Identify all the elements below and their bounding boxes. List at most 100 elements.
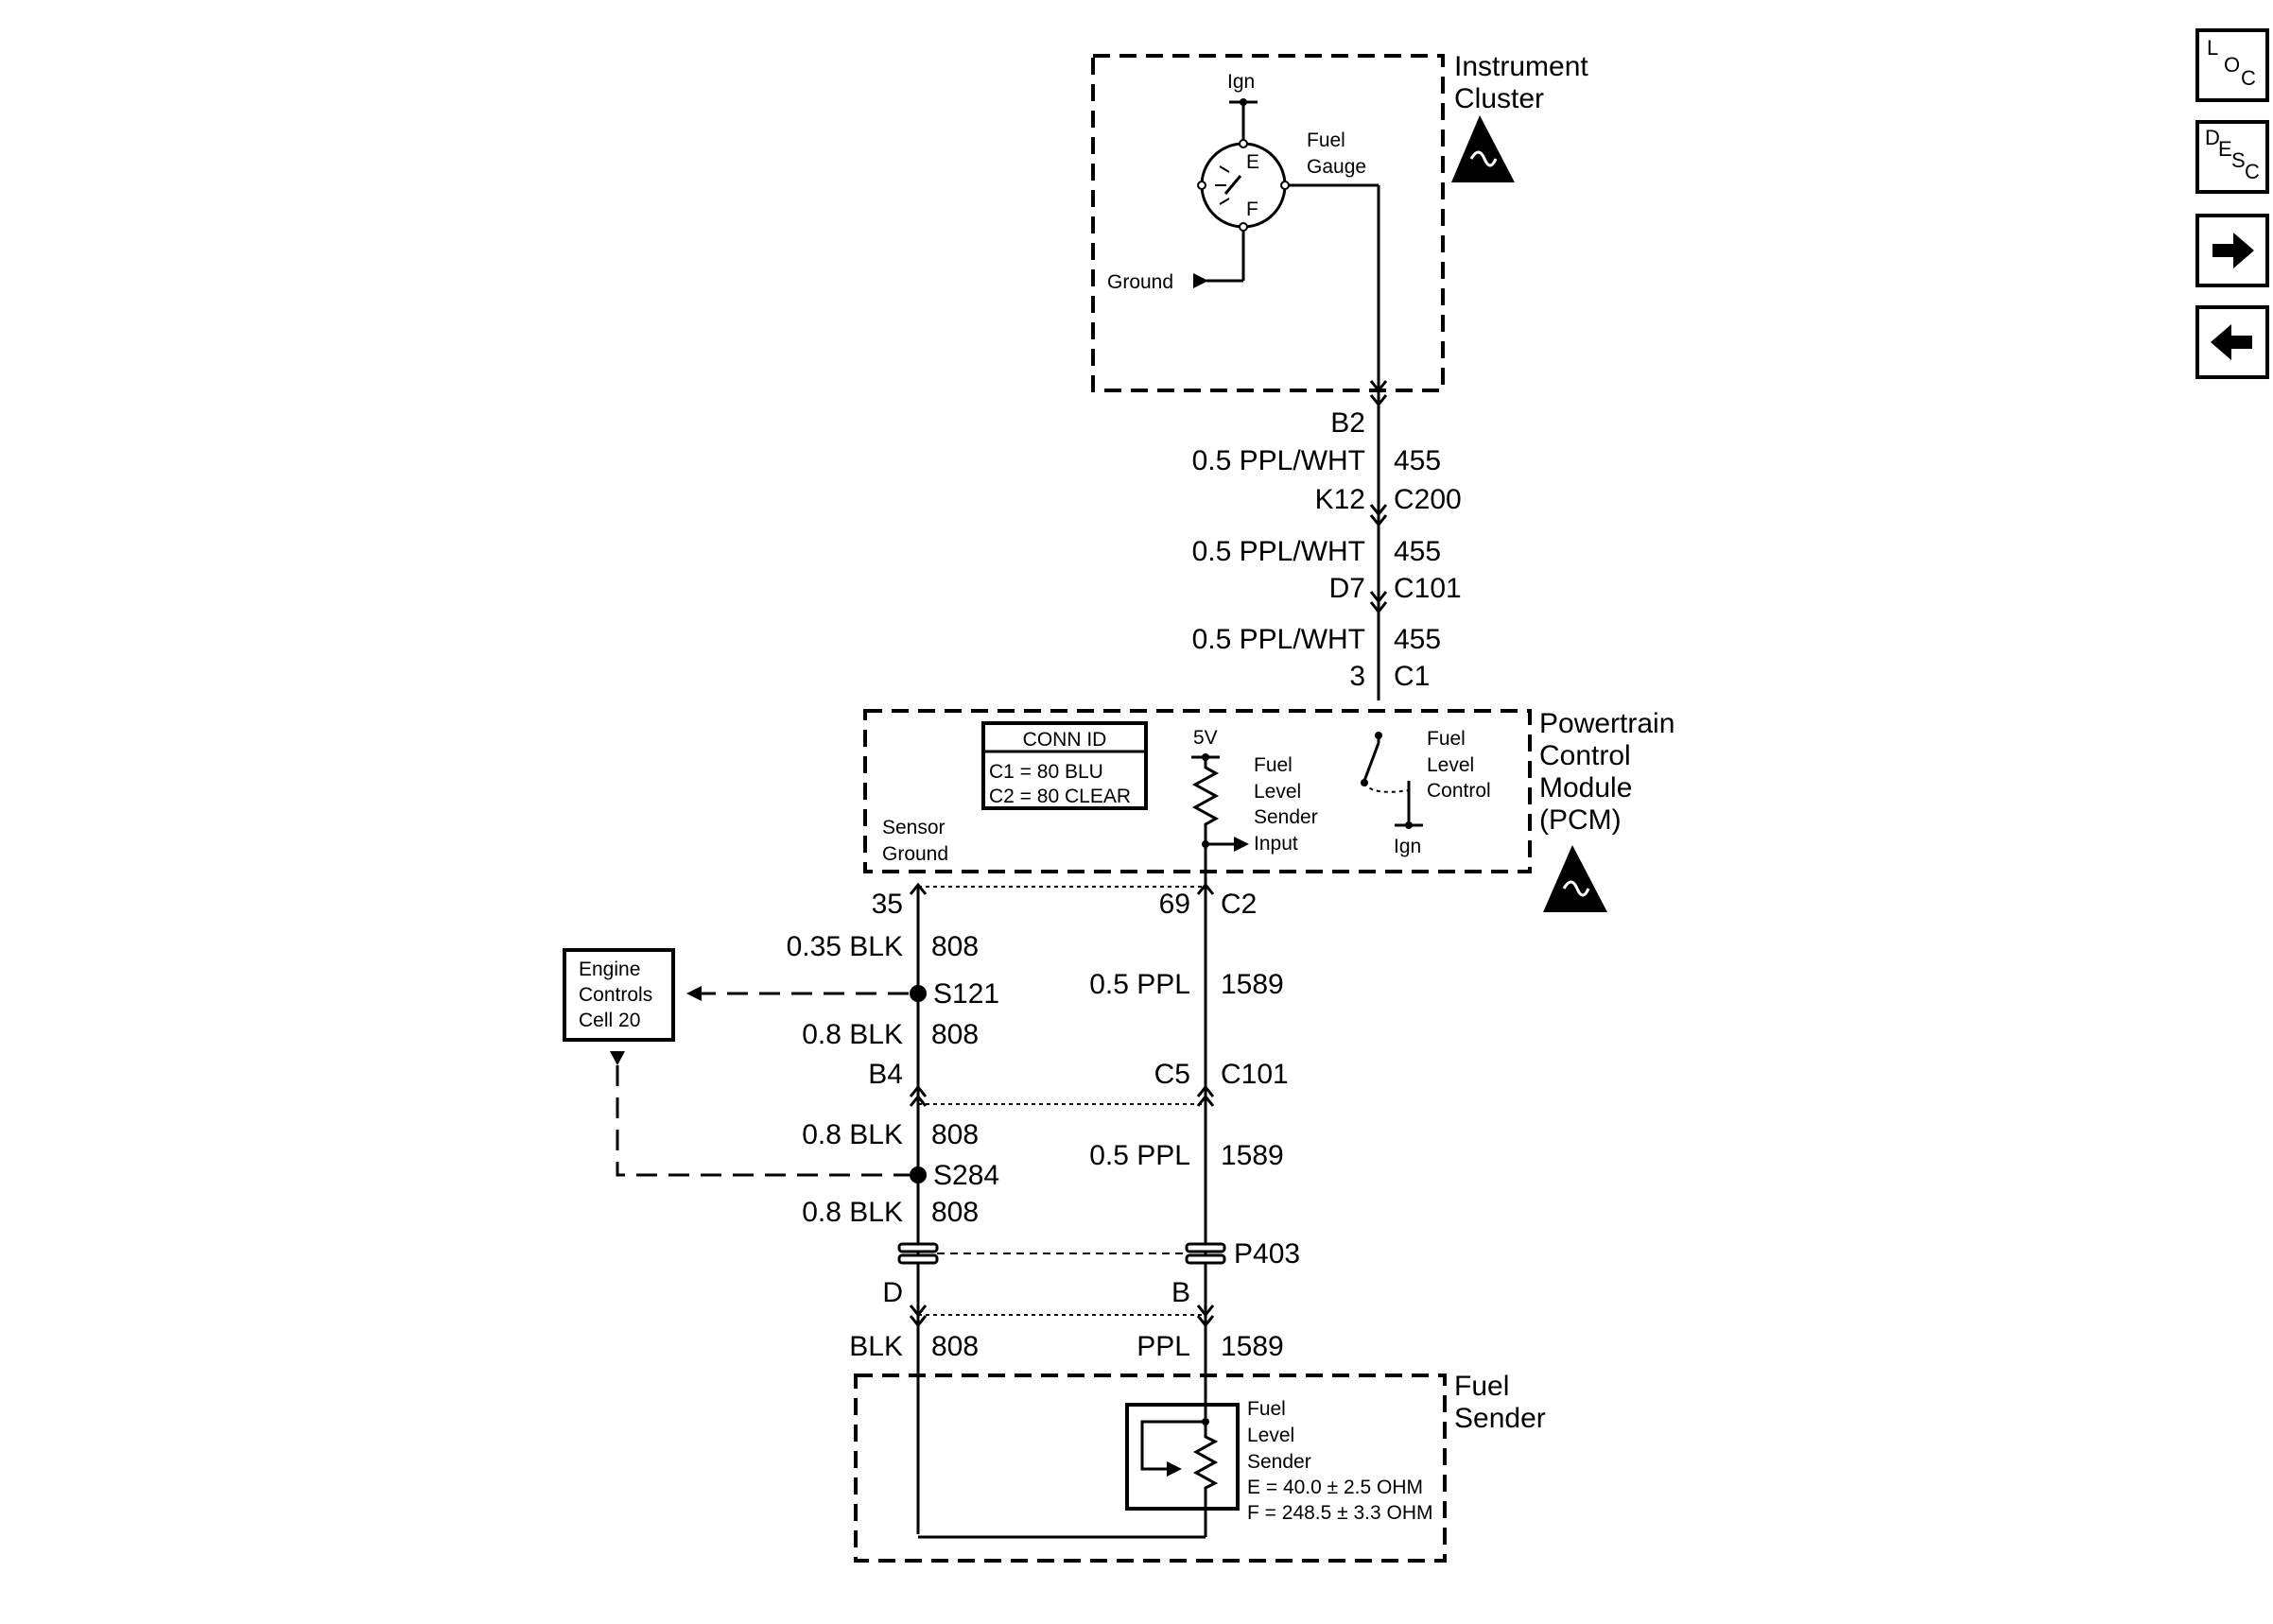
circuit-number-label: 1589	[1221, 1140, 1284, 1171]
connector-label: C2	[1221, 889, 1257, 920]
wire-color-label: 0.5 PPL	[1089, 969, 1190, 1000]
splice-label: S284	[933, 1160, 999, 1191]
circuit-number-label: 455	[1394, 536, 1441, 567]
pcm-title: Powertrain	[1539, 708, 1674, 739]
sender-input-label: Level	[1254, 781, 1301, 803]
ground-arrow-icon	[1193, 273, 1208, 288]
sender-input-label: Input	[1254, 833, 1298, 855]
connector-label: C101	[1394, 573, 1462, 604]
pcm-title: (PCM)	[1539, 804, 1622, 836]
sensor-ground-label: Ground	[882, 843, 948, 865]
location-button-label: L	[2207, 36, 2219, 60]
fuel-level-sender-box	[1125, 1403, 1240, 1511]
pullup-resistor-icon	[1191, 757, 1220, 844]
circuit-number-label: 808	[931, 1331, 979, 1362]
pcm-box	[863, 709, 1532, 873]
location-button-label: C	[2241, 66, 2256, 90]
circuit-number-label: 1589	[1221, 969, 1284, 1000]
pin-label: 35	[872, 889, 903, 920]
sender-input-label: Fuel	[1254, 754, 1293, 776]
splice-s284	[910, 1166, 927, 1183]
circuit-number-label: 1589	[1221, 1331, 1284, 1362]
description-button-label: C	[2245, 160, 2260, 183]
connector-chevron	[1369, 514, 1388, 527]
description-button-label: S	[2231, 148, 2246, 172]
next-page-button[interactable]	[2195, 214, 2269, 287]
wiper-arrow-icon	[1167, 1461, 1182, 1477]
ref-arrow-icon	[686, 986, 702, 1001]
pcm-title: Module	[1539, 772, 1632, 803]
instrument-cluster-box	[1091, 54, 1445, 392]
wire-color-label: 0.5 PPL/WHT	[1192, 445, 1365, 476]
location-button[interactable]: L O C	[2195, 28, 2269, 102]
connector-chevron	[1369, 591, 1388, 604]
circuit-number-label: 455	[1394, 624, 1441, 655]
sender-spec-empty: E = 40.0 ± 2.5 OHM	[1247, 1477, 1423, 1498]
input-arrow-icon	[1234, 837, 1249, 852]
arrow-left-icon	[2211, 324, 2252, 360]
connector-chevron	[909, 1084, 928, 1097]
description-button-label: D	[2205, 126, 2220, 149]
pin-label: K12	[1315, 484, 1365, 515]
pin-label: C5	[1154, 1059, 1190, 1090]
control-switch-icon	[1362, 742, 1380, 782]
instrument-cluster-title: Instrument	[1454, 51, 1588, 82]
description-button-label: E	[2218, 137, 2232, 161]
circuit-number-label: 455	[1394, 445, 1441, 476]
sender-variable-resistor-icon	[1192, 1422, 1219, 1537]
connector-chevron	[1369, 380, 1388, 393]
ground-label: Ground	[1107, 271, 1173, 293]
fuel-gauge-label: Gauge	[1307, 156, 1366, 178]
wire-color-label: 0.8 BLK	[802, 1019, 903, 1050]
connector-label: C200	[1394, 484, 1462, 515]
wire-color-label: PPL	[1136, 1331, 1190, 1362]
sensor-ground-label: Sensor	[882, 817, 946, 838]
circuit-number-label: 808	[931, 931, 979, 962]
pin-label: 3	[1349, 661, 1365, 692]
connector-label: C101	[1221, 1059, 1289, 1090]
splice-s121	[910, 985, 927, 1002]
description-button[interactable]: D E S C	[2195, 120, 2269, 194]
inline-connector-icon	[897, 1242, 939, 1265]
fuel-level-sender-label: Level	[1247, 1425, 1294, 1446]
ign-label: Ign	[1227, 71, 1255, 93]
pin-label: D	[882, 1277, 903, 1308]
connector-chevron	[909, 882, 928, 895]
connector-label: C1	[1394, 661, 1430, 692]
connector-chevron	[909, 1315, 928, 1328]
fuel-sender-title: Fuel	[1454, 1371, 1509, 1402]
fuel-level-control-label: Control	[1427, 780, 1491, 802]
wire-color-label: 0.5 PPL/WHT	[1192, 536, 1365, 567]
connector-label: P403	[1234, 1238, 1300, 1270]
previous-page-button[interactable]	[2195, 305, 2269, 379]
connector-chevron	[909, 1094, 928, 1107]
connector-chevron	[1196, 1315, 1215, 1328]
circuit-number-label: 808	[931, 1197, 979, 1228]
gauge-e-label: E	[1246, 151, 1259, 173]
gauge-f-label: F	[1246, 199, 1258, 220]
engine-controls-ref-label: Controls	[579, 984, 652, 1006]
splice-label: S121	[933, 978, 999, 1010]
connector-chevron	[1369, 601, 1388, 614]
conn-id-header: CONN ID	[1023, 729, 1107, 751]
wire-color-label: 0.8 BLK	[802, 1197, 903, 1228]
conn-id-entry: C1 = 80 BLU	[989, 761, 1103, 783]
wire-color-label: 0.35 BLK	[787, 931, 903, 962]
connector-chevron	[1196, 1094, 1215, 1107]
conn-id-entry: C2 = 80 CLEAR	[989, 786, 1131, 807]
pin-label: B	[1171, 1277, 1190, 1308]
wire-color-label: 0.8 BLK	[802, 1119, 903, 1150]
ign-label: Ign	[1394, 836, 1421, 857]
connector-chevron	[1196, 1084, 1215, 1097]
instrument-cluster-title: Cluster	[1454, 83, 1544, 114]
esd-warning-icon	[1451, 115, 1515, 182]
wire-color-label: BLK	[849, 1331, 903, 1362]
connector-chevron	[1369, 394, 1388, 407]
pin-label: B4	[868, 1059, 903, 1090]
connector-chevron	[1196, 882, 1215, 895]
circuit-number-label: 808	[931, 1019, 979, 1050]
engine-controls-ref-box[interactable]	[563, 948, 675, 1042]
fuel-sender-box	[854, 1373, 1447, 1563]
pin-label: D7	[1329, 573, 1365, 604]
